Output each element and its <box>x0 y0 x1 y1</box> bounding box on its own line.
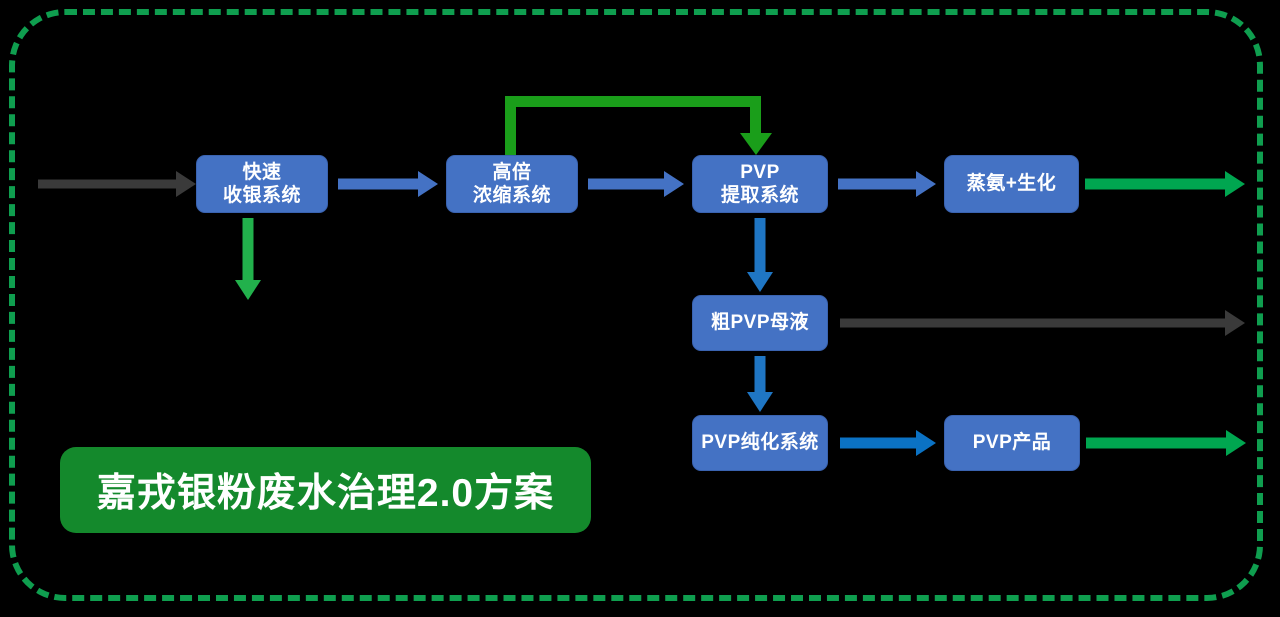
recycle-horizontal-segment <box>505 96 761 107</box>
arrow-head <box>664 171 684 197</box>
arrow-concentration-to-pvp <box>588 170 684 198</box>
arrow-purify-to-product <box>840 429 936 457</box>
arrow-head <box>1225 171 1245 197</box>
arrow-shaft <box>755 356 766 392</box>
process-node-pvp-purify[interactable]: PVP纯化系统 <box>692 415 828 471</box>
arrow-head <box>747 392 773 412</box>
process-node-concentration[interactable]: 高倍 浓缩系统 <box>446 155 578 213</box>
arrow-shaft <box>243 218 254 280</box>
arrow-crude-to-purify <box>746 356 774 412</box>
arrow-shaft <box>838 179 916 190</box>
arrow-recycle-loop <box>505 96 761 155</box>
page-title: 嘉戎银粉废水治理2.0方案 <box>97 462 554 518</box>
recycle-drop-segment <box>750 96 761 135</box>
arrow-inlet-feed <box>38 170 196 198</box>
arrow-crude-outlet <box>840 309 1245 337</box>
process-node-pvp-extraction[interactable]: PVP 提取系统 <box>692 155 828 213</box>
arrow-ammonia-outlet <box>1085 170 1245 198</box>
arrow-shaft <box>1085 179 1225 190</box>
arrow-head <box>418 171 438 197</box>
arrow-head <box>747 272 773 292</box>
arrow-head <box>916 171 936 197</box>
arrow-fast-discharge <box>234 218 262 300</box>
arrow-product-outlet <box>1086 429 1246 457</box>
arrow-shaft <box>1086 438 1226 449</box>
arrow-shaft <box>588 179 664 190</box>
arrow-head <box>1226 430 1246 456</box>
arrow-head <box>916 430 936 456</box>
arrow-shaft <box>38 180 176 189</box>
arrow-head <box>235 280 261 300</box>
arrow-head <box>1225 310 1245 336</box>
process-node-crude-pvp[interactable]: 粗PVP母液 <box>692 295 828 351</box>
arrow-shaft <box>338 179 418 190</box>
arrow-shaft <box>840 438 916 449</box>
arrow-shaft <box>755 218 766 272</box>
arrow-fast-to-concentration <box>338 170 438 198</box>
process-node-pvp-product[interactable]: PVP产品 <box>944 415 1080 471</box>
process-node-ammonia-bio[interactable]: 蒸氨+生化 <box>944 155 1079 213</box>
arrow-pvp-to-crude <box>746 218 774 292</box>
process-node-fast-recovery[interactable]: 快速 收银系统 <box>196 155 328 213</box>
arrow-shaft <box>840 319 1225 328</box>
recycle-arrow-head <box>740 133 772 155</box>
arrow-pvp-to-ammonia <box>838 170 936 198</box>
arrow-head <box>176 171 196 197</box>
title-banner: 嘉戎银粉废水治理2.0方案 <box>60 447 591 533</box>
